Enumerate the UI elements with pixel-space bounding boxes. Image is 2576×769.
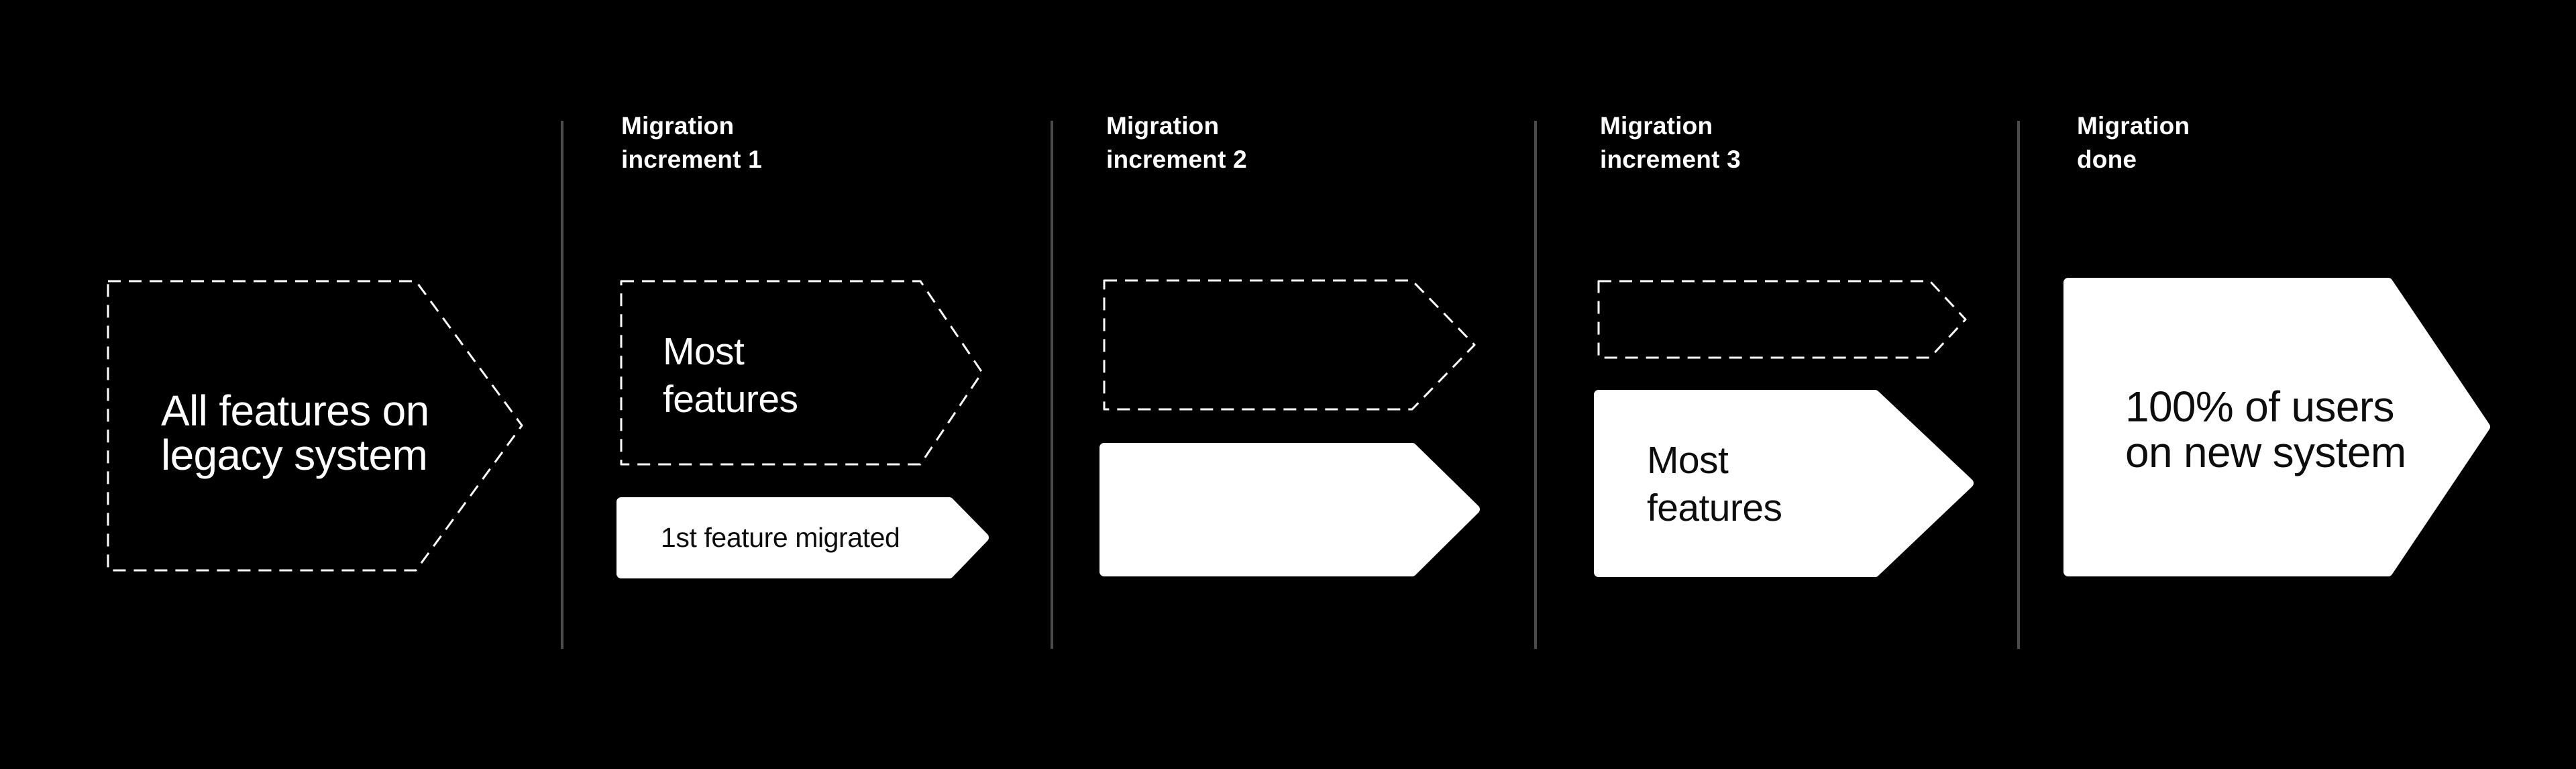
inc1-remaining-arrow-text: Most features: [663, 330, 798, 421]
inc1-migrated-arrow-text: 1st feature migrated: [661, 522, 900, 553]
panel-label-increment-3: Migration increment 3: [1600, 112, 1741, 173]
column-divider-4: [2017, 121, 2020, 649]
arrow-inc3-remaining-dashed: [1597, 280, 1967, 359]
arrow-inc2-migrated-solid: [1099, 443, 1480, 576]
panel-label-increment-1: Migration increment 1: [621, 112, 762, 173]
legacy-arrow-text: All features on legacy system: [161, 387, 429, 479]
panel-label-done: Migration done: [2077, 112, 2190, 173]
inc3-migrated-arrow-text: Most features: [1647, 439, 1782, 529]
column-divider-1: [561, 121, 564, 649]
arrow-legacy-dashed: [107, 280, 523, 572]
arrow-done-solid: [2063, 278, 2490, 576]
arrow-inc1-migrated-solid: [616, 497, 989, 578]
column-divider-3: [1534, 121, 1537, 649]
column-divider-2: [1051, 121, 1053, 649]
arrow-inc3-migrated-solid: [1594, 390, 1974, 577]
arrow-inc1-remaining-dashed: [620, 280, 983, 466]
arrow-inc2-remaining-dashed: [1103, 279, 1476, 411]
done-arrow-text: 100% of users on new system: [2125, 382, 2406, 476]
panel-label-increment-2: Migration increment 2: [1106, 112, 1247, 173]
